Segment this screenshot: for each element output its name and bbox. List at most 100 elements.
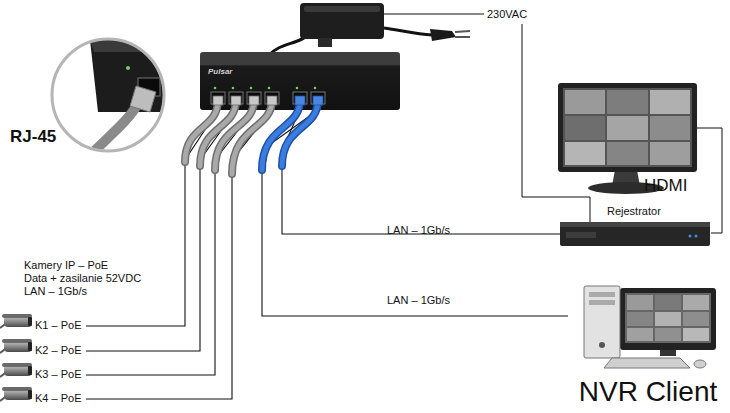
ip-camera [28,317,32,326]
camera-thumbnail [607,142,648,165]
camera-thumbnail [655,312,681,326]
rj45-plug [313,96,323,105]
pc-tower [584,286,620,358]
monitor-screen [563,88,692,167]
inset-border [52,39,164,151]
recorder-body [560,222,710,246]
link-speed: LAN – 1Gb/s [387,294,450,307]
camera-thumbnail [683,312,709,326]
rj45-plug [231,96,241,105]
switch-port [211,92,225,104]
ip-camera [28,366,32,375]
pc-monitor-stand [660,350,676,356]
client-computer [584,286,716,368]
rj45-plug [267,96,277,105]
patch-cable [282,100,318,166]
plug-pin [455,31,470,32]
connector-name: RJ-45 [10,127,56,147]
rj45-plug [213,96,323,105]
ip-camera [0,339,32,353]
monitor-frame [558,83,697,172]
rj45-plug [213,96,223,105]
ip-camera [0,363,32,377]
link-speed: LAN – 1Gb/s [387,224,450,237]
note-text: Kamery IP – PoE [24,259,108,272]
port-led [214,87,317,90]
node-label: K1 – PoE [35,319,81,332]
patch-cable [185,100,318,174]
ip-camera [2,314,32,318]
recorder-led [689,235,692,238]
pc-mouse [694,360,706,368]
inset-detail [85,40,175,160]
mains-plug [430,29,456,41]
switch-port [247,92,261,104]
recorder-led [695,235,698,238]
camera-thumbnail [627,295,653,310]
port-led [232,87,235,90]
node-label: K4 – PoE [35,392,81,405]
node-label: Rejestrator [607,205,661,218]
ip-camera [0,314,32,401]
camera-thumbnail [607,116,648,140]
pc-keyboard [604,358,690,368]
power-label: 230VAC [487,8,527,21]
switch-port [311,92,325,104]
ip-camera [28,390,32,399]
camera-thumbnail [627,295,709,341]
pc-drive [589,300,615,305]
rj45-inset [52,39,175,160]
camera-thumbnail [565,90,690,165]
rj45-plug [130,86,156,112]
poe-link [86,110,218,326]
pc-monitor [620,288,716,350]
patch-cable [282,100,318,166]
camera-thumbnail [565,116,605,140]
signal-name: HDMI [644,176,687,196]
camera-thumbnail [655,328,681,341]
camera-thumbnail [683,295,709,310]
port-led [296,87,299,90]
mains-wire [384,14,484,15]
recorder-top [560,222,710,227]
camera-thumbnail [565,142,605,165]
camera-thumbnail [683,328,709,341]
switch-port [211,92,325,104]
ip-camera [0,387,32,401]
lan-link [282,110,560,234]
adapter-foot [318,38,332,47]
recorder-box: Rejestrator [560,203,712,249]
pc-screen [625,293,711,343]
note-text: Data + zasilanie 52VDC [24,272,141,285]
recorder-panel [566,232,596,238]
camera-box: K1 – PoE [0,316,86,336]
ip-camera [2,363,32,367]
adapter-highlight [304,6,380,12]
adapter-body [300,3,384,39]
node-label: K3 – PoE [35,368,81,381]
node-label: K2 – PoE [35,344,81,357]
poe-link [86,110,236,351]
camera-thumbnail [650,90,690,114]
camera-thumbnail [650,116,690,140]
pc-drive [589,292,615,297]
brand-text: Pulsar [208,67,232,76]
switch-port [229,92,243,104]
rj45-plug [249,96,259,105]
node-label: NVR Client [570,376,726,408]
camera-thumbnail [655,295,681,310]
port-led [268,87,271,90]
camera-box: K4 – PoE [0,389,86,409]
camera-box: K3 – PoE [0,365,86,385]
camera-thumbnail [607,90,648,114]
lan-link [262,110,568,316]
power-adapter [268,3,470,56]
camera-thumbnail [650,142,690,165]
port-led [314,87,317,90]
switch-port [265,92,279,104]
ip-camera [28,342,32,351]
camera-thumbnail [627,312,653,326]
